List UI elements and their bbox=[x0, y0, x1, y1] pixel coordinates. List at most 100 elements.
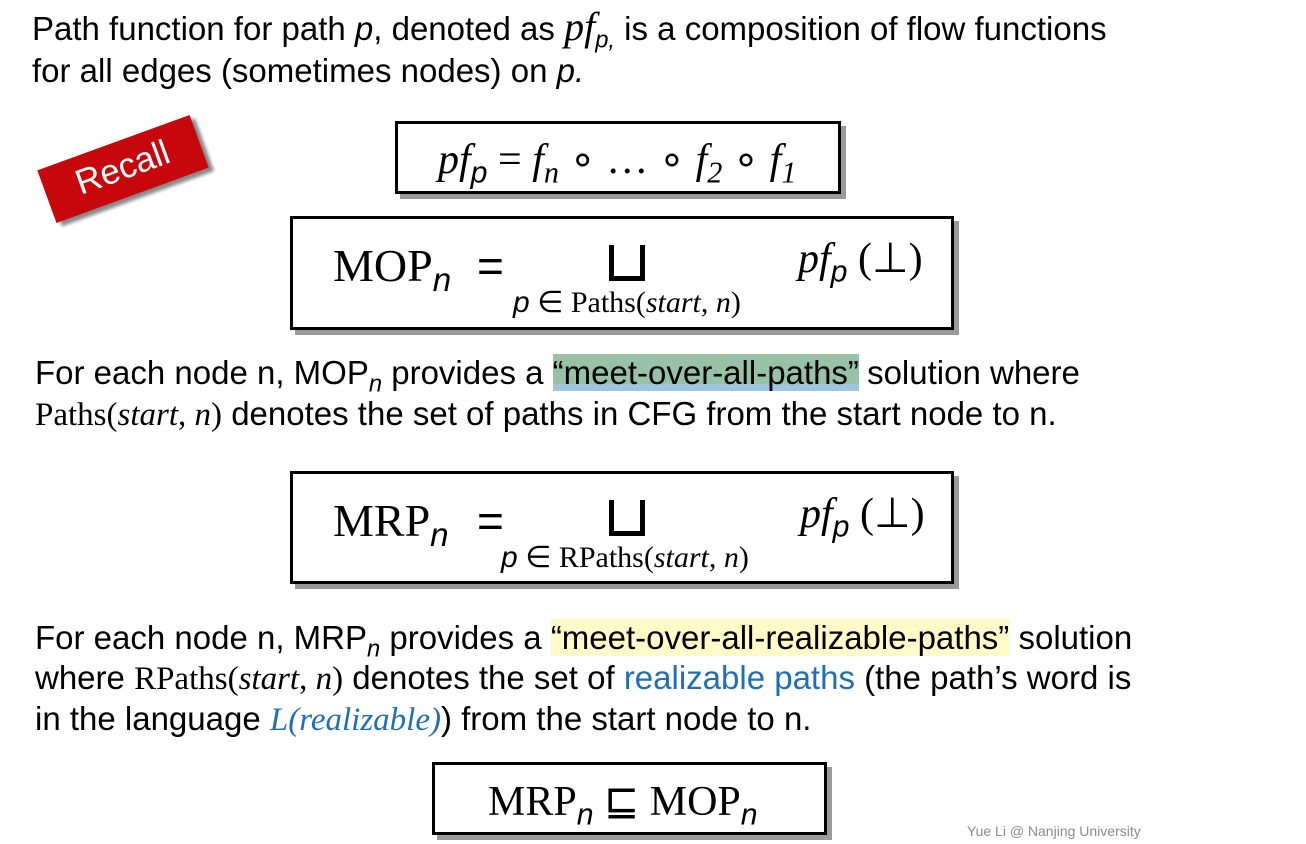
pf-symbol: pf bbox=[438, 137, 471, 183]
mrp-rhs: pfp (⊥) bbox=[800, 488, 925, 544]
mrp-desc-text: (the path’s word is bbox=[854, 659, 1132, 696]
rpaths-set: RPaths( bbox=[558, 541, 654, 574]
path-function-formula: pfp = fn ∘ … ∘ f2 ∘ f1 bbox=[438, 134, 796, 190]
mop-desc-line-1: For each node n, MOPn provides a “meet-o… bbox=[35, 352, 1080, 405]
mrp-subscript: n bbox=[576, 798, 594, 832]
mrp-condition: p ∈ RPaths(start, n) bbox=[501, 540, 749, 575]
mop-rhs: pfp (⊥) bbox=[798, 233, 923, 289]
mop-desc-text: denotes the set of paths in CFG from the… bbox=[222, 395, 1057, 432]
n-arg: n bbox=[715, 286, 731, 319]
mop-lhs: MOPn bbox=[333, 239, 451, 300]
mrp-mop-relation: MRPn ⊑ MOPn bbox=[488, 776, 758, 832]
mrp-mop-relation-box: MRPn ⊑ MOPn bbox=[432, 762, 827, 835]
path-function-formula-box: pfp = fn ∘ … ∘ f2 ∘ f1 bbox=[395, 121, 841, 194]
mop-formula-box: MOPn = p ∈ Paths(start, n) pfp (⊥) bbox=[290, 216, 954, 330]
n-arg: n bbox=[723, 541, 739, 574]
rpaths-set: RPaths( bbox=[134, 661, 239, 697]
meet-over-all-paths-highlight: “meet-over-all-paths” bbox=[552, 354, 859, 391]
footer-credit: Yue Li @ Nanjing University bbox=[967, 823, 1141, 839]
mrp-name: MRP bbox=[333, 495, 431, 546]
equals-sign: = bbox=[487, 137, 533, 183]
mrp-desc-line-2: where RPaths(start, n) denotes the set o… bbox=[35, 657, 1131, 700]
paths-set: Paths( bbox=[570, 286, 646, 319]
path-symbol: p bbox=[354, 10, 374, 47]
pf-subscript: p bbox=[832, 510, 850, 544]
intro-text: for all edges (sometimes nodes) on bbox=[32, 52, 557, 89]
f-n: f bbox=[532, 137, 544, 183]
mrp-name: MRP bbox=[488, 779, 577, 825]
mrp-desc-text: where bbox=[35, 659, 135, 696]
intro-text: , denoted as bbox=[373, 10, 565, 47]
comma: , bbox=[700, 286, 716, 319]
mop-name: MOP bbox=[649, 779, 741, 825]
pf-subscript: p bbox=[470, 156, 488, 190]
start-arg: start bbox=[238, 661, 300, 697]
mrp-desc-text: in the language bbox=[35, 700, 270, 737]
realizable-language-term: L(realizable) bbox=[269, 702, 441, 738]
mop-desc-text: For each node n, MOP bbox=[35, 354, 369, 391]
start-arg: start bbox=[645, 286, 701, 319]
f-n-subscript: n bbox=[543, 155, 559, 190]
recall-stamp: Recall bbox=[37, 114, 209, 224]
equals-sign: = bbox=[477, 240, 504, 292]
comma: , bbox=[299, 661, 316, 697]
mrp-lhs: MRPn bbox=[333, 494, 449, 555]
mrp-desc-text: denotes the set of bbox=[343, 659, 624, 696]
intro-line-2: for all edges (sometimes nodes) on p. bbox=[32, 50, 584, 91]
close-paren: ) bbox=[211, 397, 223, 433]
mop-desc-text: solution where bbox=[857, 354, 1080, 391]
intro-text: is a composition of flow functions bbox=[615, 10, 1107, 47]
n-arg: n bbox=[194, 397, 212, 433]
start-arg: start bbox=[117, 397, 179, 433]
pf-symbol: pf bbox=[564, 4, 596, 49]
realizable-paths-term: realizable paths bbox=[623, 659, 855, 696]
sqsubseteq-operator: ⊑ bbox=[593, 779, 650, 825]
pf-subscript: p bbox=[830, 255, 848, 289]
n-arg: n bbox=[315, 661, 333, 697]
start-arg: start bbox=[653, 541, 709, 574]
mop-condition: p ∈ Paths(start, n) bbox=[513, 285, 741, 320]
join-operator-icon bbox=[609, 500, 645, 536]
f-1: f bbox=[769, 137, 782, 183]
intro-text: Path function for path bbox=[32, 10, 355, 47]
close-paren: ) bbox=[730, 286, 741, 319]
mrp-desc-line-3: in the language L(realizable)) from the … bbox=[35, 698, 811, 741]
equals-sign: = bbox=[477, 495, 504, 547]
mrp-desc-line-1: For each node n, MRPn provides a “meet-o… bbox=[35, 617, 1132, 670]
close-paren: ) bbox=[738, 541, 749, 574]
pf-symbol: pf bbox=[800, 491, 833, 537]
comma: , bbox=[708, 541, 724, 574]
compose-ellipsis: ∘ … ∘ bbox=[558, 137, 696, 183]
recall-label: Recall bbox=[70, 132, 175, 203]
f-2-subscript: 2 bbox=[707, 155, 723, 190]
pf-subscript: p, bbox=[595, 26, 616, 54]
mrp-desc-text: provides a bbox=[380, 619, 551, 656]
bottom-arg: (⊥) bbox=[849, 491, 925, 537]
f-1-subscript: 1 bbox=[781, 155, 797, 190]
mrp-desc-text: solution bbox=[1009, 619, 1133, 656]
mop-desc-text: provides a bbox=[382, 354, 553, 391]
cond-p: p bbox=[513, 286, 530, 319]
mrp-subscript: n bbox=[430, 517, 449, 555]
paths-set: Paths( bbox=[35, 397, 118, 433]
comma: , bbox=[178, 397, 195, 433]
element-of: ∈ bbox=[517, 541, 559, 574]
f-2: f bbox=[695, 137, 708, 183]
mrp-desc-subscript: n bbox=[367, 635, 381, 663]
mop-desc-line-2: Paths(start, n) denotes the set of paths… bbox=[35, 393, 1057, 436]
mop-desc-subscript: n bbox=[368, 370, 383, 398]
pf-symbol: pf bbox=[798, 236, 831, 282]
bottom-arg: (⊥) bbox=[847, 236, 923, 282]
mrp-desc-text: For each node n, MRP bbox=[35, 619, 367, 656]
close-paren: ) bbox=[332, 661, 344, 697]
cond-p: p bbox=[501, 541, 518, 574]
intro-line-1: Path function for path p, denoted as pfp… bbox=[32, 6, 1107, 61]
element-of: ∈ bbox=[529, 286, 571, 319]
mop-subscript: n bbox=[740, 798, 758, 832]
mop-subscript: n bbox=[432, 262, 452, 300]
mrp-formula-box: MRPn = p ∈ RPaths(start, n) pfp (⊥) bbox=[290, 471, 954, 584]
path-symbol: p. bbox=[556, 52, 585, 89]
mop-name: MOP bbox=[333, 240, 433, 291]
meet-over-all-realizable-paths-highlight: “meet-over-all-realizable-paths” bbox=[550, 619, 1010, 656]
join-operator-icon bbox=[609, 245, 645, 281]
